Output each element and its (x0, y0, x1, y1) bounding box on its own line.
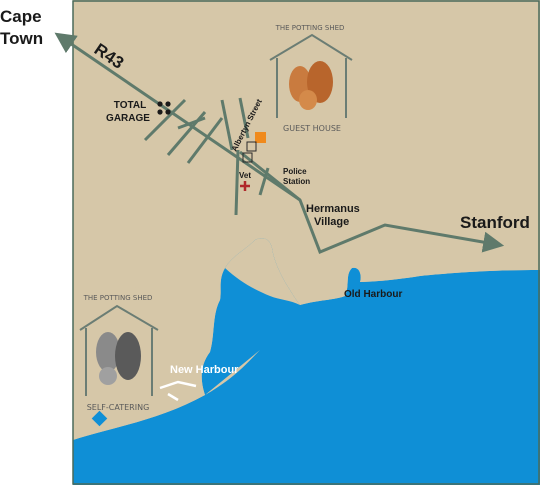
stanford-road (239, 150, 505, 254)
new-harbour-label: New Harbour (170, 364, 239, 376)
police-label-line2: Station (283, 177, 310, 186)
coast-east-land (300, 255, 540, 305)
garage-label-line2: GARAGE (106, 113, 150, 124)
r43-road (54, 32, 301, 202)
hermanus-label-line1: Hermanus (306, 203, 360, 215)
self-catering-logo: THE POTTING SHED SELF-CATERING (79, 294, 159, 412)
garage-icon (157, 101, 171, 115)
hermanus-label-line2: Village (314, 216, 349, 228)
coast-peninsula (225, 238, 300, 305)
old-harbour-label: Old Harbour (344, 289, 402, 300)
cross-streets (143, 97, 270, 216)
map-border (72, 0, 540, 485)
guest-house-logo-bottom: GUEST HOUSE (283, 124, 341, 133)
cape-town-label-line1: Cape (0, 7, 42, 26)
police-label-line1: Police (283, 167, 307, 176)
self-catering-logo-bottom: SELF-CATERING (87, 403, 150, 412)
building-square (246, 141, 257, 152)
new-harbour-jetty (159, 380, 197, 402)
guest-house-marker (255, 132, 266, 143)
vet-cross-icon (240, 181, 250, 191)
guest-house-logo-top: THE POTTING SHED (275, 24, 345, 32)
building-square (242, 152, 253, 163)
garage-label-line1: TOTAL (114, 100, 146, 111)
cape-town-label-line2: Town (0, 29, 43, 48)
self-catering-logo-top: THE POTTING SHED (83, 294, 153, 302)
stanford-label: Stanford (460, 213, 530, 232)
vet-label: Vet (239, 171, 251, 180)
guest-house-logo: THE POTTING SHED GUEST HOUSE (269, 24, 353, 133)
sea-area (73, 238, 540, 485)
